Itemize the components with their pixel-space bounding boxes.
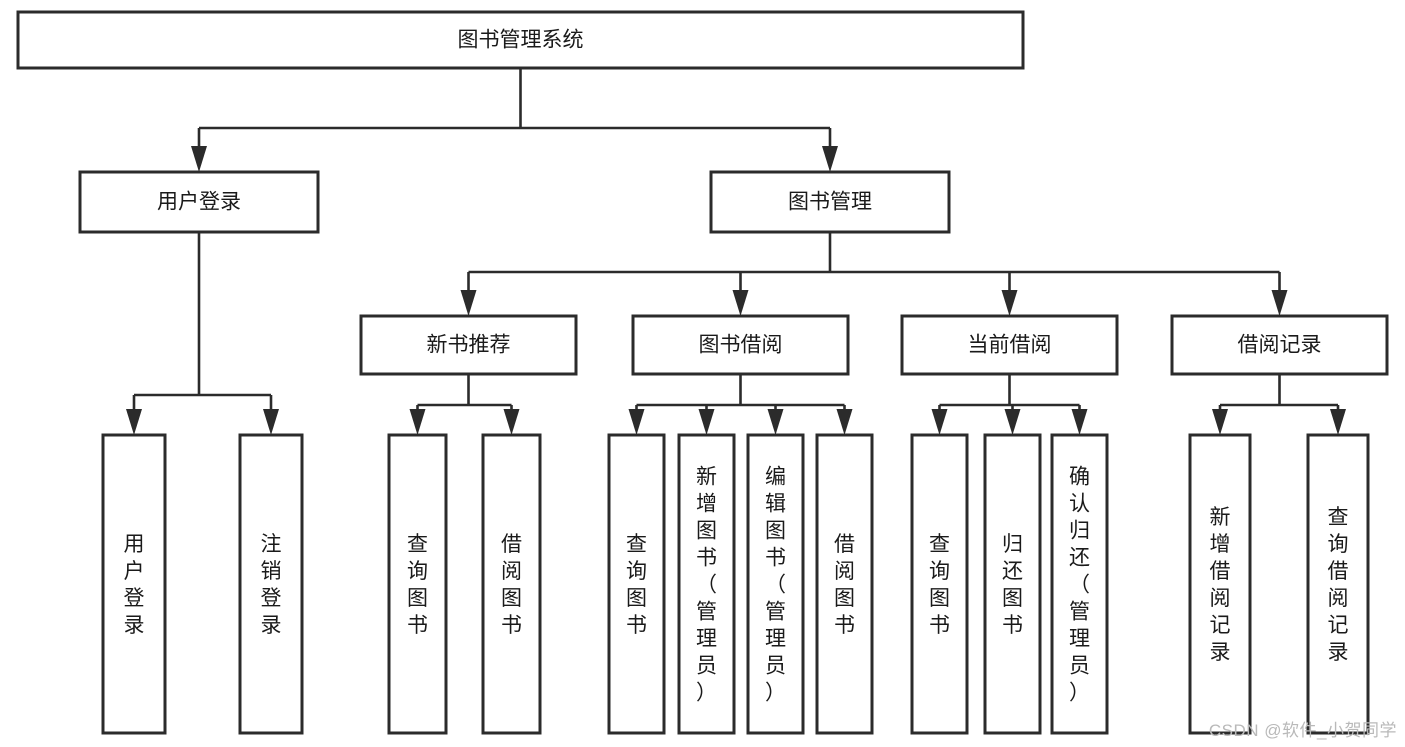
node-label-current-borrow: 当前借阅: [968, 334, 1052, 357]
arrow-head-icon: [1071, 409, 1088, 435]
arrow-head-icon: [822, 146, 838, 172]
node-box-book-borrow[interactable]: [631, 314, 850, 376]
node-leaf-query-book-recommend[interactable]: 查询图书: [387, 433, 448, 735]
node-label-leaf-add-borrow-record: 新增借阅记录: [1210, 506, 1231, 664]
node-label-leaf-query-book-recommend: 查询图书: [407, 533, 428, 637]
node-leaf-query-book-current[interactable]: 查询图书: [910, 433, 969, 735]
node-label-leaf-user-logout: 注销登录: [261, 533, 282, 637]
node-leaf-add-borrow-record[interactable]: 新增借阅记录: [1188, 433, 1252, 735]
node-box-leaf-return-book[interactable]: [983, 433, 1042, 735]
node-box-leaf-borrow-book-recommend[interactable]: [481, 433, 542, 735]
arrow-head-icon: [698, 409, 715, 435]
node-box-new-book-recommend[interactable]: [359, 314, 578, 376]
arrow-head-icon: [263, 409, 279, 435]
node-label-leaf-borrow-book-recommend: 借阅图书: [501, 533, 522, 637]
node-label-leaf-query-book-current: 查询图书: [929, 533, 950, 637]
node-leaf-edit-book[interactable]: 编辑图书（管理员）: [746, 433, 805, 735]
node-book-borrow[interactable]: 图书借阅: [631, 314, 850, 376]
connectors-layer: [126, 68, 1346, 435]
arrow-head-icon: [1001, 290, 1018, 316]
node-label-leaf-confirm-return: 确认归还（管理员）: [1069, 466, 1090, 705]
node-box-leaf-add-borrow-record[interactable]: [1188, 433, 1252, 735]
node-label-book-management: 图书管理: [788, 191, 872, 214]
arrow-head-icon: [126, 409, 142, 435]
node-box-leaf-query-book-borrow[interactable]: [607, 433, 666, 735]
connector-group-user-login: [126, 232, 279, 435]
node-box-current-borrow[interactable]: [900, 314, 1119, 376]
arrow-head-icon: [503, 409, 520, 435]
connector-group-book-management: [460, 232, 1288, 316]
node-new-book-recommend[interactable]: 新书推荐: [359, 314, 578, 376]
node-box-leaf-user-login[interactable]: [101, 433, 167, 735]
arrow-head-icon: [767, 409, 784, 435]
node-book-management[interactable]: 图书管理: [709, 170, 951, 234]
node-leaf-query-borrow-record[interactable]: 查询借阅记录: [1306, 433, 1370, 735]
node-box-leaf-borrow-book[interactable]: [815, 433, 874, 735]
connector-group-root: [191, 68, 838, 172]
arrow-head-icon: [1212, 409, 1228, 435]
arrow-head-icon: [628, 409, 645, 435]
node-box-user-login[interactable]: [78, 170, 320, 234]
node-leaf-user-logout[interactable]: 注销登录: [238, 433, 304, 735]
node-box-leaf-query-book-recommend[interactable]: [387, 433, 448, 735]
node-label-leaf-query-book-borrow: 查询图书: [626, 533, 647, 637]
arrow-head-icon: [1330, 409, 1346, 435]
arrow-head-icon: [931, 409, 948, 435]
connector-group-borrow-record: [1212, 374, 1346, 435]
node-label-user-login: 用户登录: [157, 191, 241, 214]
nodes-layer: 图书管理系统用户登录图书管理新书推荐图书借阅当前借阅借阅记录用户登录注销登录查询…: [16, 10, 1389, 735]
node-leaf-borrow-book[interactable]: 借阅图书: [815, 433, 874, 735]
node-box-leaf-query-borrow-record[interactable]: [1306, 433, 1370, 735]
arrow-head-icon: [1004, 409, 1021, 435]
node-box-borrow-record[interactable]: [1170, 314, 1389, 376]
connector-group-current-borrow: [931, 374, 1088, 435]
node-label-leaf-query-borrow-record: 查询借阅记录: [1328, 506, 1349, 664]
arrow-head-icon: [409, 409, 426, 435]
node-label-book-borrow: 图书借阅: [699, 334, 783, 357]
node-root[interactable]: 图书管理系统: [16, 10, 1025, 70]
node-leaf-confirm-return[interactable]: 确认归还（管理员）: [1050, 433, 1109, 735]
node-box-root[interactable]: [16, 10, 1025, 70]
node-box-leaf-add-book[interactable]: [677, 433, 736, 735]
arrow-head-icon: [1271, 290, 1288, 316]
node-box-book-management[interactable]: [709, 170, 951, 234]
node-leaf-return-book[interactable]: 归还图书: [983, 433, 1042, 735]
node-label-leaf-return-book: 归还图书: [1002, 533, 1023, 637]
node-box-leaf-query-book-current[interactable]: [910, 433, 969, 735]
node-user-login[interactable]: 用户登录: [78, 170, 320, 234]
node-box-leaf-edit-book[interactable]: [746, 433, 805, 735]
node-label-root: 图书管理系统: [458, 29, 584, 52]
node-borrow-record[interactable]: 借阅记录: [1170, 314, 1389, 376]
node-label-borrow-record: 借阅记录: [1238, 334, 1322, 357]
node-box-leaf-confirm-return[interactable]: [1050, 433, 1109, 735]
node-label-leaf-edit-book: 编辑图书（管理员）: [765, 466, 786, 705]
node-label-leaf-user-login: 用户登录: [124, 533, 145, 637]
node-leaf-query-book-borrow[interactable]: 查询图书: [607, 433, 666, 735]
arrow-head-icon: [732, 290, 749, 316]
arrow-head-icon: [460, 290, 477, 316]
node-label-new-book-recommend: 新书推荐: [427, 334, 511, 357]
node-label-leaf-add-book: 新增图书（管理员）: [696, 466, 717, 705]
node-current-borrow[interactable]: 当前借阅: [900, 314, 1119, 376]
node-leaf-add-book[interactable]: 新增图书（管理员）: [677, 433, 736, 735]
node-label-leaf-borrow-book: 借阅图书: [834, 533, 855, 637]
arrow-head-icon: [191, 146, 207, 172]
connector-group-book-borrow: [628, 374, 853, 435]
node-leaf-borrow-book-recommend[interactable]: 借阅图书: [481, 433, 542, 735]
node-box-leaf-user-logout[interactable]: [238, 433, 304, 735]
node-leaf-user-login[interactable]: 用户登录: [101, 433, 167, 735]
arrow-head-icon: [836, 409, 853, 435]
connector-group-new-book-recommend: [409, 374, 520, 435]
